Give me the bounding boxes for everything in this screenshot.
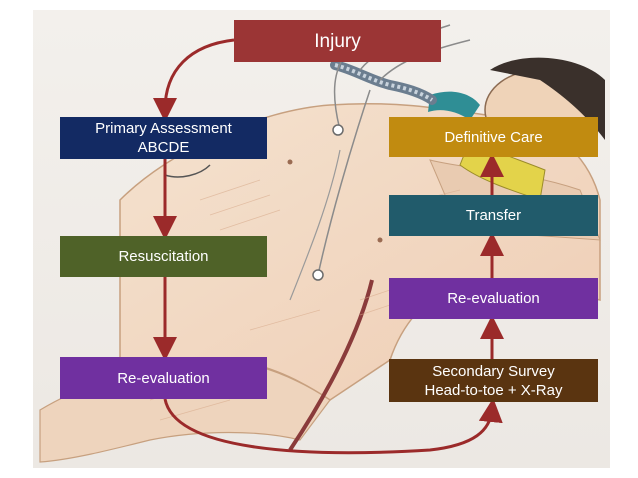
nipple-left: [288, 160, 293, 165]
reevaluation-right-box: Re-evaluation: [389, 278, 598, 319]
injury-box: Injury: [234, 20, 441, 62]
definitive-care-box: Definitive Care: [389, 117, 598, 157]
transfer-label: Transfer: [466, 206, 521, 225]
definitive-care-label: Definitive Care: [444, 128, 542, 147]
reevaluation-left-label: Re-evaluation: [117, 369, 210, 388]
primary-assessment-box: Primary Assessment ABCDE: [60, 117, 267, 159]
primary-assessment-label: Primary Assessment: [95, 119, 232, 138]
secondary-survey-sublabel: Head-to-toe + X-Ray: [425, 381, 563, 400]
nipple-right: [378, 238, 383, 243]
resuscitation-label: Resuscitation: [118, 247, 208, 266]
electrode-1: [333, 125, 343, 135]
reevaluation-right-label: Re-evaluation: [447, 289, 540, 308]
secondary-survey-box: Secondary Survey Head-to-toe + X-Ray: [389, 359, 598, 402]
electrode-2: [313, 270, 323, 280]
resuscitation-box: Resuscitation: [60, 236, 267, 277]
injury-label: Injury: [314, 32, 360, 51]
secondary-survey-label: Secondary Survey: [432, 362, 555, 381]
transfer-box: Transfer: [389, 195, 598, 236]
primary-assessment-sublabel: ABCDE: [138, 138, 190, 157]
reevaluation-left-box: Re-evaluation: [60, 357, 267, 399]
